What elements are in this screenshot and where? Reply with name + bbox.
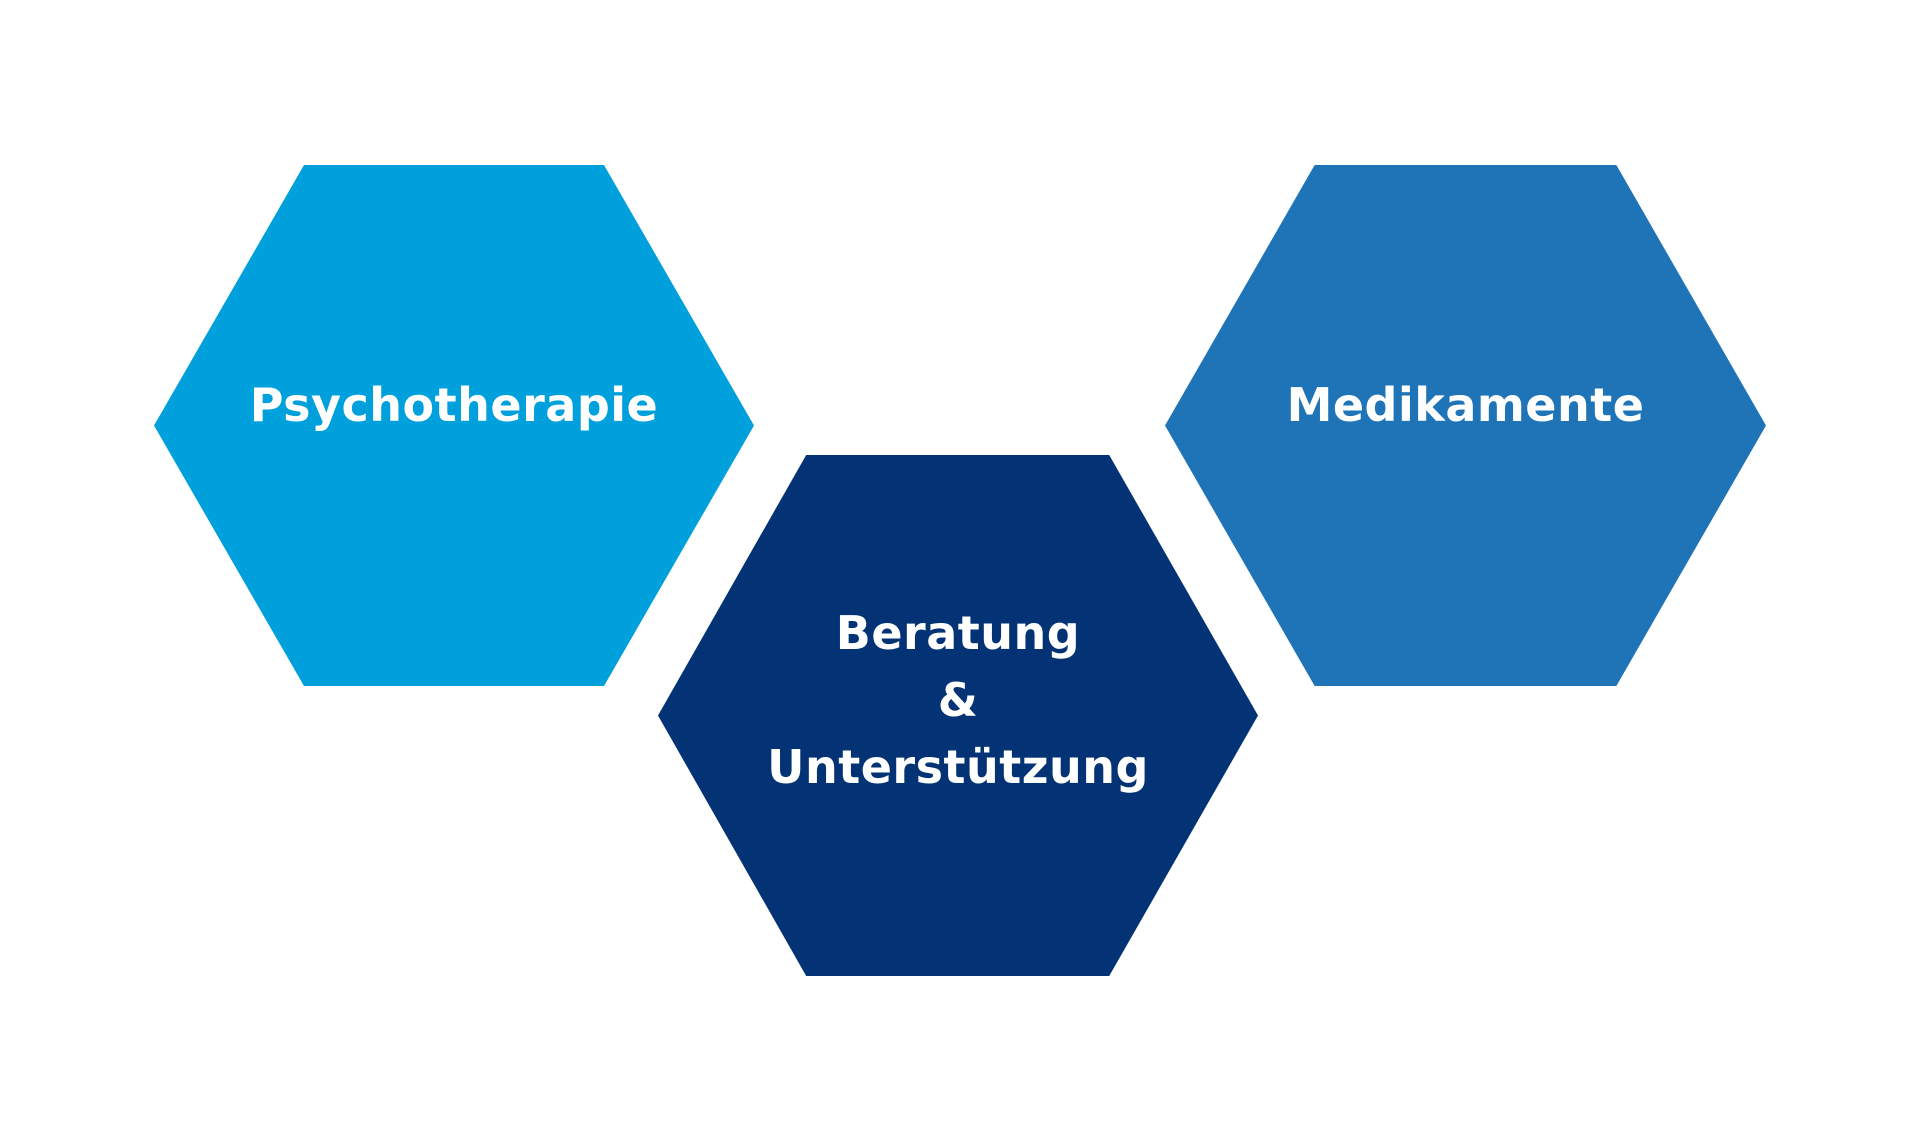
- hexagon-psychotherapie: Psychotherapie: [154, 165, 754, 686]
- label-line: Beratung: [835, 606, 1081, 660]
- hexagon-label-beratung: Beratung & Unterstützung: [767, 600, 1149, 801]
- label-line: Medikamente: [1286, 378, 1645, 432]
- label-line: Psychotherapie: [249, 378, 659, 432]
- label-line: &: [937, 673, 979, 727]
- hexagon-label-psychotherapie: Psychotherapie: [250, 372, 658, 439]
- label-line: Unterstützung: [767, 740, 1149, 794]
- hexagon-beratung-unterstuetzung: Beratung & Unterstützung: [658, 455, 1258, 976]
- hexagon-medikamente: Medikamente: [1165, 165, 1766, 686]
- hexagon-label-medikamente: Medikamente: [1287, 372, 1645, 439]
